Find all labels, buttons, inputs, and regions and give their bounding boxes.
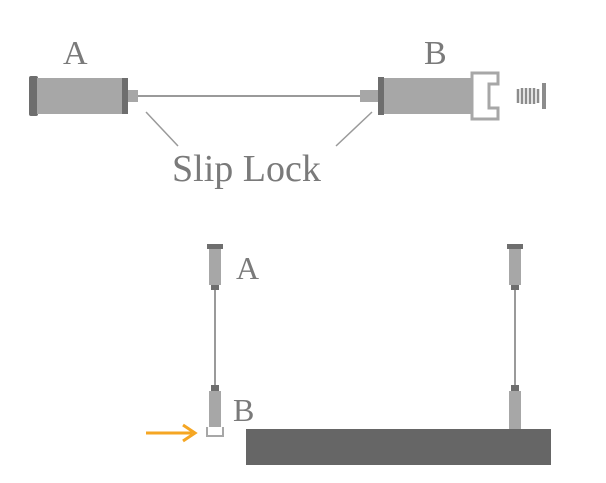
callout-line-left	[145, 111, 179, 147]
c-bracket	[470, 71, 500, 121]
cylinder-b-collar	[378, 77, 384, 115]
right-cylinder-a-cap	[507, 244, 523, 249]
left-bracket	[206, 427, 224, 437]
right-hanger	[507, 244, 523, 429]
left-cylinder-b-collar	[211, 385, 219, 391]
shelf-panel	[246, 429, 551, 465]
top-cylinder-a	[29, 76, 138, 116]
right-cylinder-a-body	[509, 249, 521, 285]
slip-lock-label: Slip Lock	[172, 148, 321, 190]
cylinder-a-body	[37, 78, 123, 114]
left-hanger	[206, 244, 224, 437]
right-cylinder-a-collar	[511, 285, 519, 290]
callout-line-right	[335, 111, 373, 147]
cylinder-a-collar	[122, 78, 128, 114]
screw-icon	[516, 83, 546, 109]
bottom-label-a: A	[236, 250, 259, 286]
right-cylinder-b-collar	[511, 385, 519, 391]
top-assembly: A B Slip Lock	[29, 35, 546, 190]
left-cylinder-b-body	[209, 391, 221, 427]
left-cylinder-a-body	[209, 249, 221, 285]
bottom-installation: A B	[146, 244, 551, 465]
arrow-right-icon	[146, 423, 198, 443]
cylinder-b-body	[384, 78, 472, 114]
left-cylinder-a-collar	[211, 285, 219, 290]
top-label-a: A	[63, 35, 88, 72]
cylinder-a-tip	[128, 90, 138, 102]
top-cylinder-b	[360, 71, 500, 121]
right-cylinder-b-body	[509, 391, 521, 429]
bottom-label-b: B	[233, 392, 254, 428]
left-cylinder-a-cap	[207, 244, 223, 249]
cylinder-b-tip	[360, 90, 378, 102]
top-label-b: B	[424, 35, 447, 72]
cylinder-a-endcap	[29, 76, 38, 116]
